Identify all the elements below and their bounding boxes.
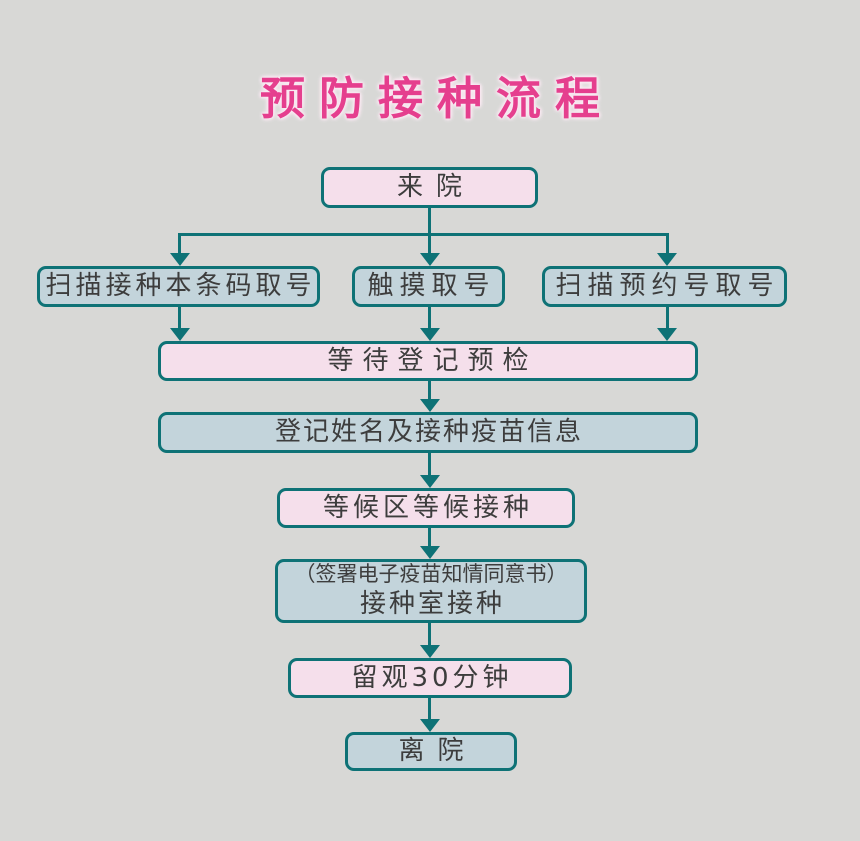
node-waiting-area-label: 等候区等候接种 <box>322 492 533 523</box>
node-observation-label: 留观30分钟 <box>351 662 513 693</box>
connector-line <box>178 307 181 329</box>
node-touch-number-label: 触摸取号 <box>367 271 496 302</box>
node-register-info: 登记姓名及接种疫苗信息 <box>158 412 698 453</box>
arrow-down-icon <box>420 253 440 266</box>
node-vaccination-room-note: （签署电子疫苗知情同意书） <box>294 562 568 586</box>
arrow-down-icon <box>420 475 440 488</box>
node-scan-booklet: 扫描接种本条码取号 <box>37 266 320 307</box>
page-title: 预防接种流程 <box>259 72 614 125</box>
arrow-down-icon <box>420 546 440 559</box>
connector-line <box>178 233 669 236</box>
arrow-down-icon <box>420 719 440 732</box>
node-wait-registration-label: 等待登记预检 <box>327 345 538 376</box>
node-observation: 留观30分钟 <box>288 658 572 698</box>
node-arrive-label: 来院 <box>396 172 475 203</box>
connector-line <box>428 528 431 548</box>
node-leave: 离院 <box>345 732 517 771</box>
connector-line <box>428 207 431 235</box>
node-scan-booklet-label: 扫描接种本条码取号 <box>45 271 316 302</box>
node-leave-label: 离院 <box>398 736 477 767</box>
arrow-down-icon <box>657 253 677 266</box>
connector-line <box>666 233 669 255</box>
connector-line <box>178 233 181 255</box>
node-scan-appointment: 扫描预约号取号 <box>542 266 787 307</box>
connector-line <box>428 453 431 477</box>
node-wait-registration: 等待登记预检 <box>158 341 698 381</box>
node-scan-appointment-label: 扫描预约号取号 <box>555 271 780 302</box>
node-arrive: 来院 <box>321 167 538 208</box>
connector-line <box>666 307 669 329</box>
node-register-info-label: 登记姓名及接种疫苗信息 <box>274 417 583 448</box>
arrow-down-icon <box>170 328 190 341</box>
connector-line <box>428 623 431 647</box>
arrow-down-icon <box>420 645 440 658</box>
arrow-down-icon <box>420 328 440 341</box>
arrow-down-icon <box>420 399 440 412</box>
node-vaccination-room: （签署电子疫苗知情同意书） 接种室接种 <box>275 559 587 623</box>
arrow-down-icon <box>657 328 677 341</box>
connector-line <box>428 381 431 401</box>
node-waiting-area: 等候区等候接种 <box>277 488 575 528</box>
node-vaccination-room-label: 接种室接种 <box>359 589 505 619</box>
connector-line <box>428 307 431 329</box>
node-touch-number: 触摸取号 <box>352 266 505 307</box>
connector-line <box>428 698 431 721</box>
connector-line <box>428 233 431 255</box>
arrow-down-icon <box>170 253 190 266</box>
